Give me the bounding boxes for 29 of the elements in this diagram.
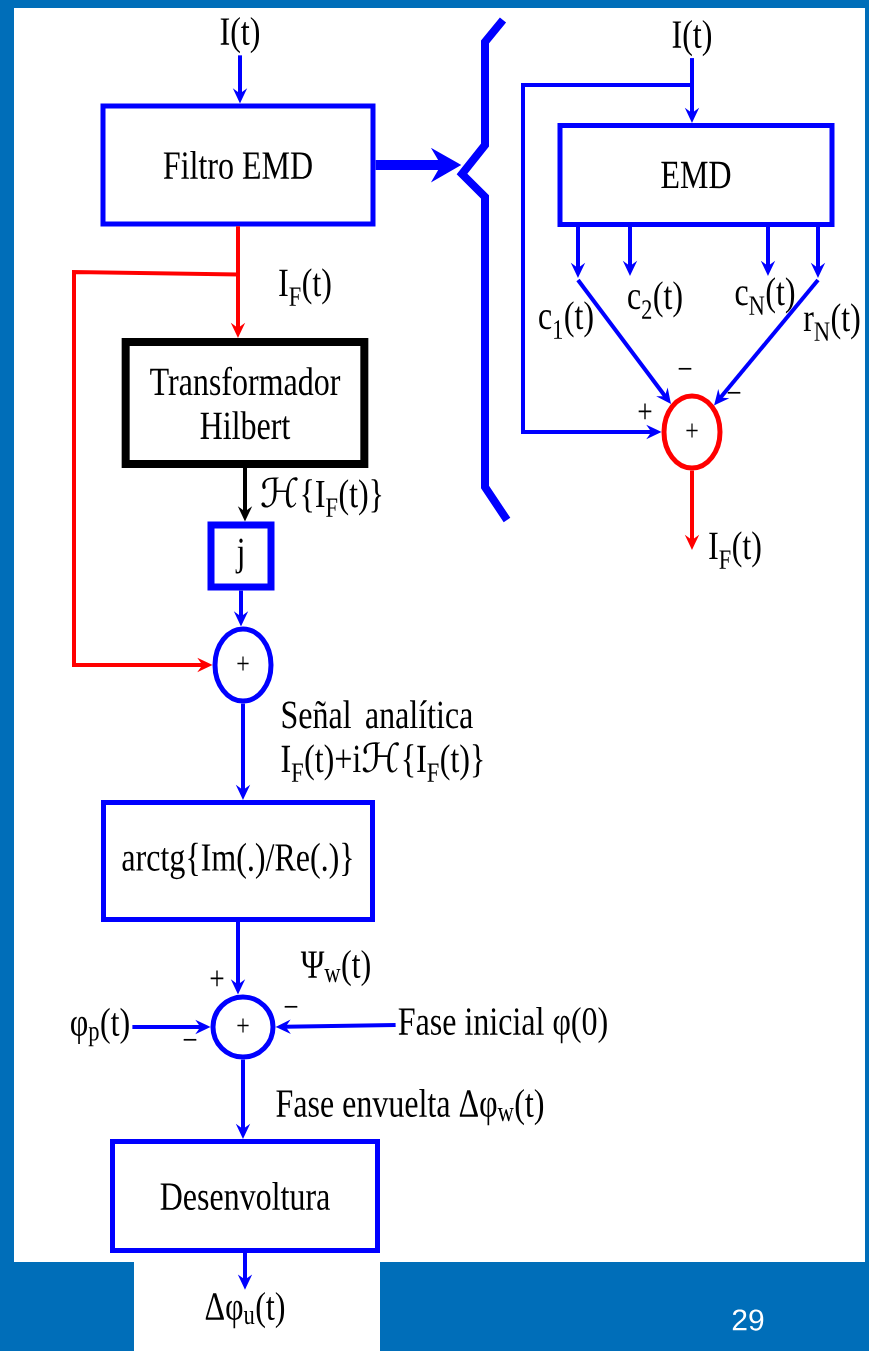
process-box: Filtro EMD <box>100 103 376 227</box>
sign-label: − <box>678 367 692 370</box>
gain-box: j <box>207 521 275 591</box>
signal-label: c$_{2}$(t) <box>628 281 682 319</box>
edge-label: Ψ$_{w}$(t) <box>299 948 373 988</box>
sign-label: − <box>727 391 741 394</box>
sign-label: + <box>210 970 224 987</box>
process-box: Transformador Hilbert <box>121 338 369 468</box>
sign-label: + <box>638 403 652 420</box>
edge-label: I$_{F}$(t) <box>277 267 333 307</box>
signal-label: I$_{F}$(t) <box>709 531 761 569</box>
signal-label: φ$_{p}$(t) <box>71 1007 129 1047</box>
edge-label: Señal analítica I$_{F}$(t)+iℋ{I$_{F}$(t)} <box>279 699 497 783</box>
process-box: arctg{Im(.)/Re(.)} <box>101 800 375 922</box>
signal-label: r$_{N}$(t) <box>803 303 860 341</box>
sign-label: − <box>183 1038 197 1041</box>
signal-label: Fase inicial φ(0) <box>398 1006 607 1044</box>
edge-label: Fase envuelta Δφ$_{w}$(t) <box>274 1087 546 1127</box>
edge-label: ℋ{I$_{F}$(t)} <box>258 476 386 518</box>
page-number: 29 <box>732 1309 764 1331</box>
signal-label: I(t) <box>220 16 260 54</box>
signal-label: c$_{N}$(t) <box>735 277 795 315</box>
signal-label: Δφ$_{u}$(t) <box>205 1291 285 1329</box>
signal-label: I(t) <box>672 19 712 57</box>
process-box: Desenvoltura <box>110 1139 380 1253</box>
signal-label: c$_{1}$(t) <box>539 301 593 339</box>
curly-brace <box>456 17 511 523</box>
sign-label: − <box>284 1005 298 1008</box>
process-box: EMD <box>557 123 835 227</box>
